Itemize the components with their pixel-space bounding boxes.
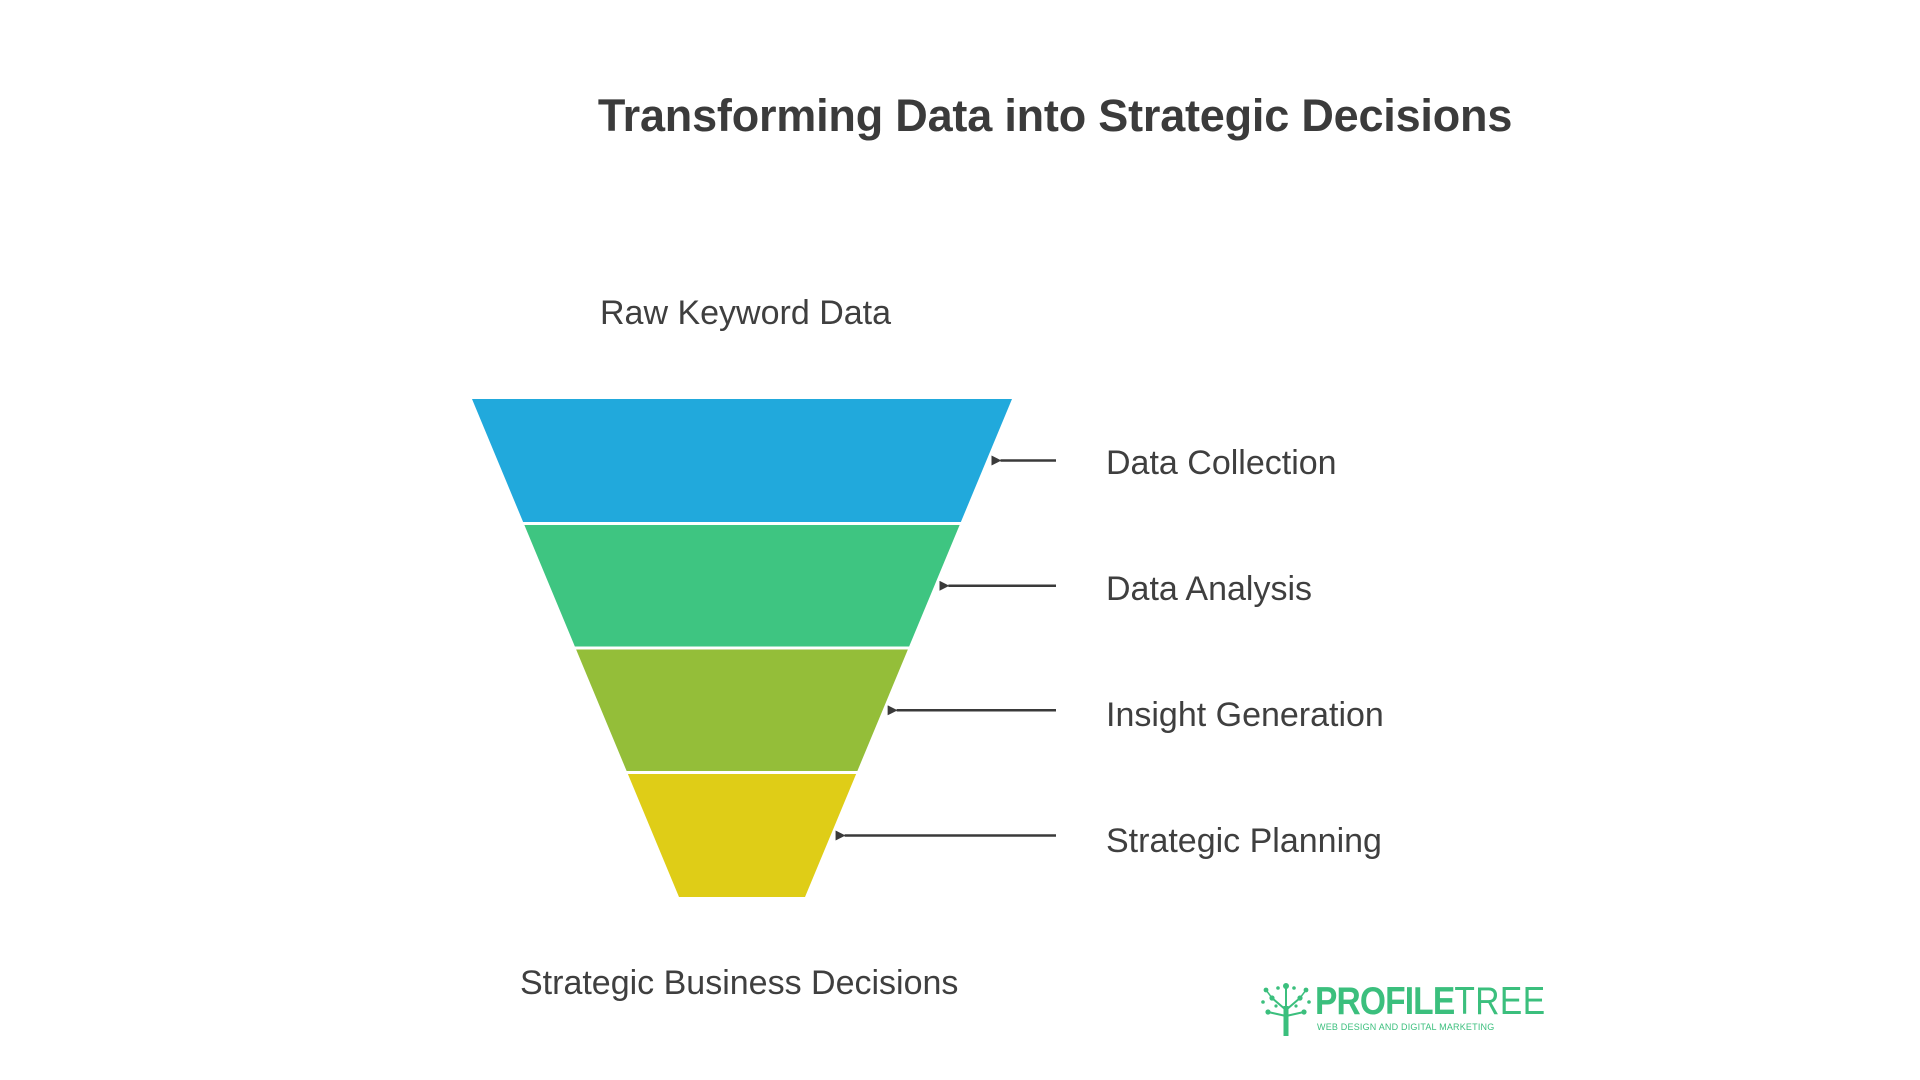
funnel-layer-strategic-planning (627, 774, 857, 897)
stage-label-data-collection: Data Collection (1106, 444, 1337, 482)
profiletree-logo: PROFILETREE WEB DESIGN AND DIGITAL MARKE… (1260, 980, 1545, 1038)
tree-icon (1261, 983, 1311, 1036)
logo-tagline: WEB DESIGN AND DIGITAL MARKETING (1317, 1022, 1495, 1032)
diagram-title: Transforming Data into Strategic Decisio… (597, 90, 1513, 141)
funnel-output-label: Strategic Business Decisions (520, 964, 959, 1002)
stage-label-strategic-planning: Strategic Planning (1106, 822, 1382, 860)
funnel-layer-data-collection (472, 399, 1012, 522)
logo-wordmark: PROFILETREE (1315, 980, 1546, 1023)
funnel-layer-data-analysis (524, 525, 960, 647)
funnel-input-label: Raw Keyword Data (600, 294, 892, 332)
stage-label-data-analysis: Data Analysis (1106, 570, 1312, 608)
stage-label-insight-generation: Insight Generation (1106, 696, 1384, 734)
funnel-layer-insight-generation (576, 649, 908, 771)
